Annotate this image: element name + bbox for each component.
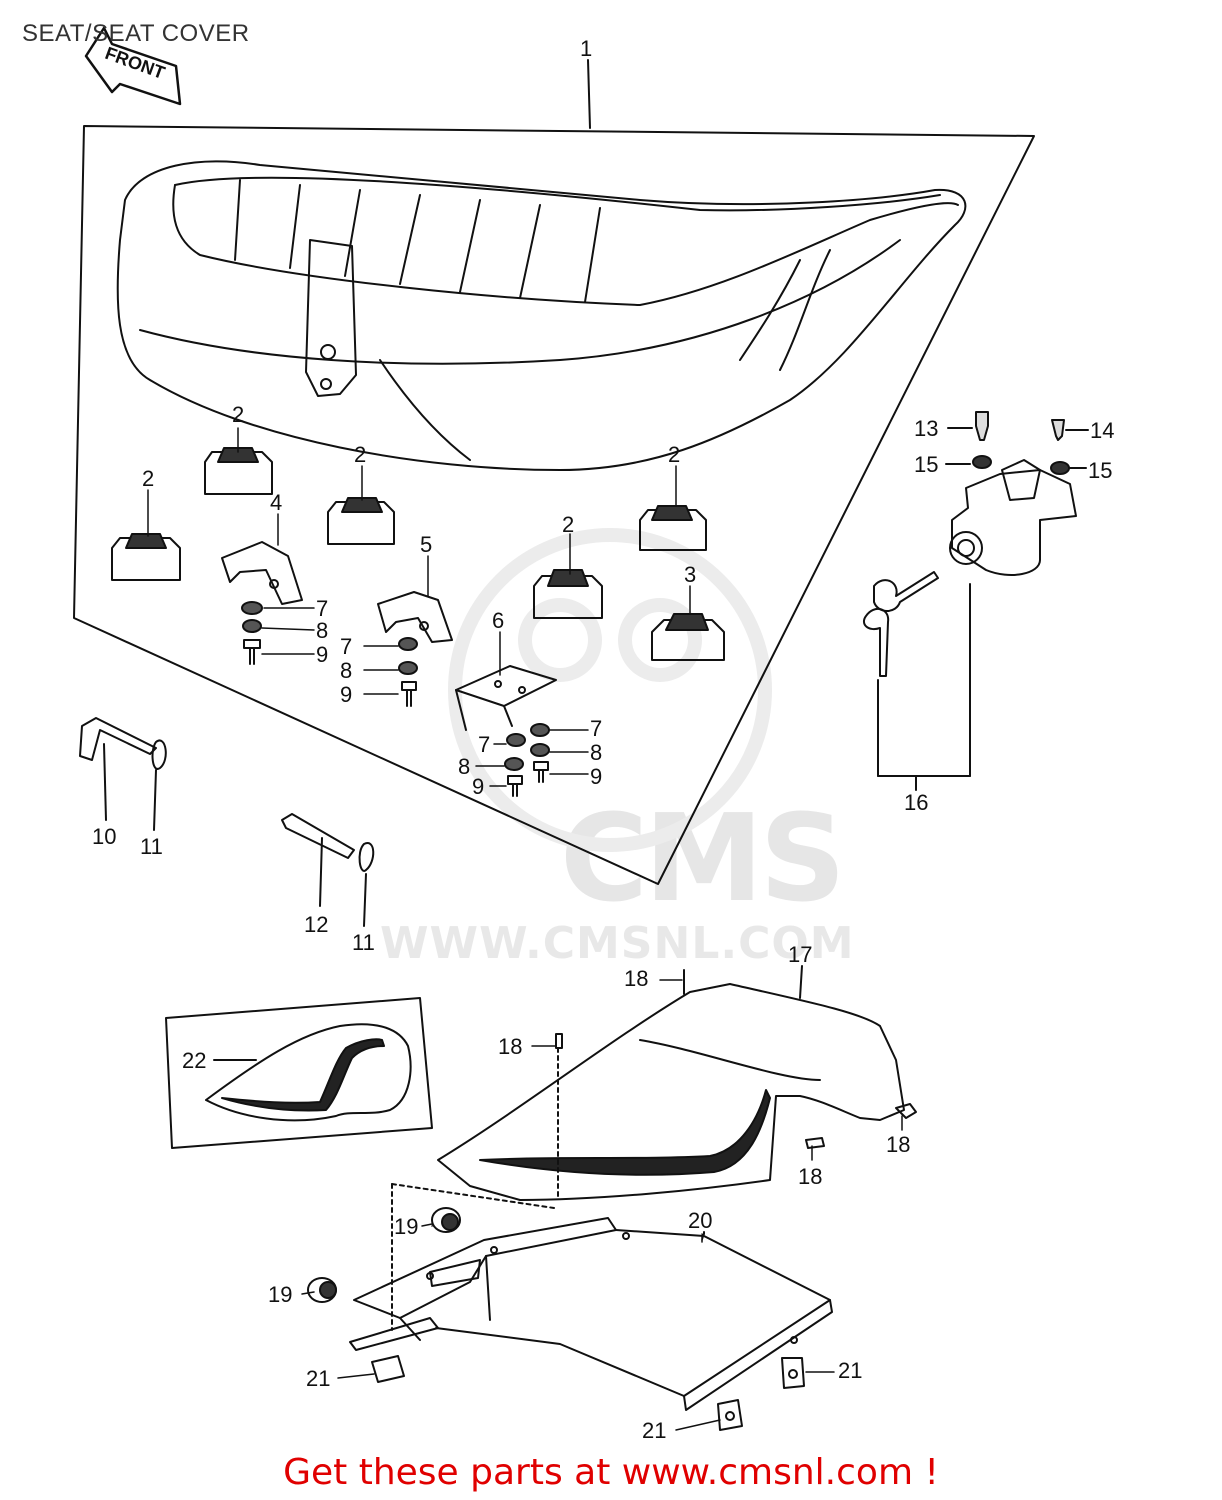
callout-12: 12 — [304, 912, 329, 937]
callout-19a: 19 — [394, 1214, 419, 1239]
pin-part-12 — [281, 813, 355, 907]
fastener-set-a — [241, 601, 263, 665]
callout-18c: 18 — [886, 1132, 911, 1157]
clip-part-21a — [371, 1355, 405, 1383]
clip-part-11a — [151, 739, 167, 831]
callout-17: 17 — [788, 942, 813, 967]
fastener-set-b — [398, 637, 418, 707]
leader-1 — [587, 59, 591, 129]
callout-8b: 8 — [340, 658, 353, 683]
callout-21b: 21 — [838, 1358, 863, 1383]
callout-8a: 8 — [316, 618, 329, 643]
bracket-part-6 — [455, 665, 557, 731]
callout-2c: 2 — [354, 442, 367, 467]
callout-6: 6 — [492, 608, 505, 633]
callout-1: 1 — [580, 36, 593, 61]
callout-9c: 9 — [590, 764, 603, 789]
seat-cover-part-22-inset — [165, 997, 433, 1149]
callout-8c: 8 — [590, 740, 603, 765]
callout-11b: 11 — [352, 930, 375, 955]
bracket-part-5 — [377, 591, 453, 643]
callout-7a: 7 — [316, 596, 329, 621]
callout-2e: 2 — [668, 442, 681, 467]
bracket-part-4 — [221, 541, 303, 605]
damper-part-3 — [651, 613, 725, 661]
callout-9b: 9 — [340, 682, 353, 707]
callout-7b: 7 — [340, 634, 353, 659]
callout-21c: 21 — [642, 1418, 667, 1443]
clip-part-21b — [781, 1357, 805, 1389]
callout-14: 14 — [1090, 418, 1115, 443]
seat-illustration — [116, 160, 967, 471]
lower-leaders — [301, 979, 903, 1431]
callout-2a: 2 — [232, 402, 245, 427]
callout-8d: 8 — [458, 754, 471, 779]
tray-part-20 — [349, 1183, 833, 1411]
damper-part-2c — [327, 497, 395, 545]
callout-2d: 2 — [562, 512, 575, 537]
promo-footer-link[interactable]: Get these parts at www.cmsnl.com ! — [283, 1452, 939, 1493]
callout-15b: 15 — [1088, 458, 1113, 483]
fastener-set-d — [504, 733, 526, 797]
callout-18b: 18 — [498, 1034, 523, 1059]
clip-part-11b — [358, 842, 375, 927]
callout-19b: 19 — [268, 1282, 293, 1307]
damper-part-2b — [111, 533, 181, 581]
callout-20: 20 — [688, 1208, 713, 1233]
seat-cover-part-17 — [437, 965, 917, 1201]
damper-part-2e — [639, 505, 707, 551]
watermark-mascot — [448, 528, 772, 852]
pin-part-10 — [79, 717, 157, 821]
callout-7d: 7 — [478, 732, 491, 757]
lock-assembly — [862, 411, 1089, 791]
grommet-part-19a — [431, 1207, 461, 1233]
damper-part-2a — [204, 447, 273, 495]
fastener-leaders — [147, 427, 691, 787]
callout-10: 10 — [92, 824, 117, 849]
callout-21a: 21 — [306, 1366, 331, 1391]
callout-3: 3 — [684, 562, 697, 587]
callout-18a: 18 — [624, 966, 649, 991]
grommet-part-19b — [307, 1277, 337, 1303]
clip-part-21c — [717, 1399, 743, 1431]
callout-5: 5 — [420, 532, 433, 557]
callout-15a: 15 — [914, 452, 939, 477]
callout-9d: 9 — [472, 774, 485, 799]
fastener-set-c — [530, 723, 550, 783]
callout-7c: 7 — [590, 716, 603, 741]
callout-16: 16 — [904, 790, 929, 815]
callout-4: 4 — [270, 490, 283, 515]
damper-part-2d — [533, 569, 603, 619]
watermark-url: WWW.CMSNL.COM — [380, 918, 855, 969]
callout-18d: 18 — [798, 1164, 823, 1189]
seat-group-frame — [73, 125, 1035, 885]
callout-11a: 11 — [140, 834, 163, 859]
callout-22: 22 — [182, 1048, 207, 1073]
front-arrow-icon — [84, 26, 182, 106]
diagram-title: SEAT/SEAT COVER — [22, 20, 250, 47]
callout-9a: 9 — [316, 642, 329, 667]
callout-2b: 2 — [142, 466, 155, 491]
callout-13: 13 — [914, 416, 939, 441]
